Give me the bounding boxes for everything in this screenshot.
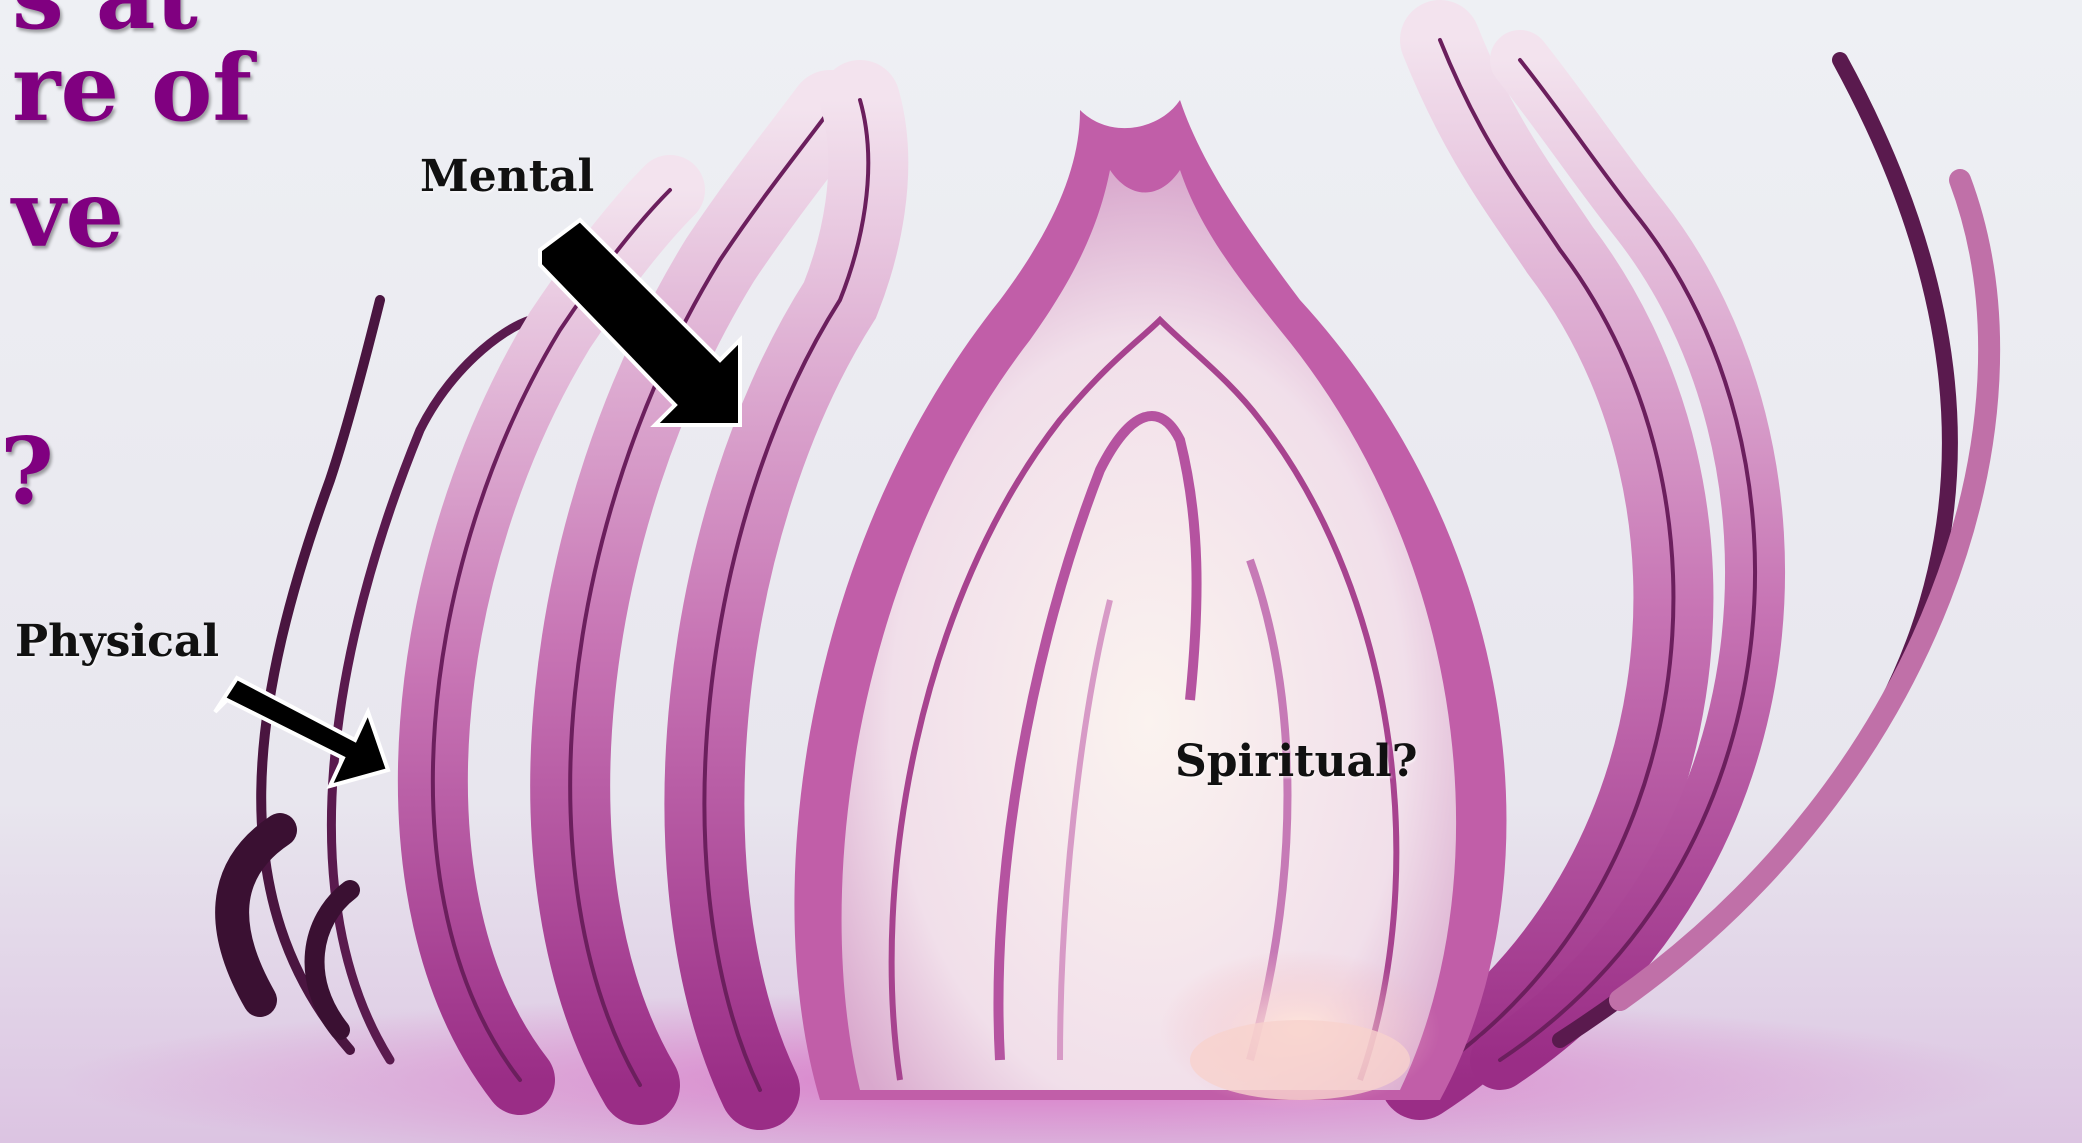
label-physical: Physical	[15, 620, 219, 664]
title-line-4: ?	[0, 425, 54, 517]
arrow-down-right-icon	[215, 678, 388, 786]
onion-layers-right	[1420, 40, 1989, 1080]
physical-arrow	[215, 678, 388, 786]
title-line-2: re of	[12, 42, 252, 134]
label-mental: Mental	[420, 155, 594, 199]
onion-core	[794, 100, 1506, 1100]
label-spiritual: Spiritual?	[1175, 740, 1417, 784]
title-line-3: ve	[12, 168, 124, 260]
